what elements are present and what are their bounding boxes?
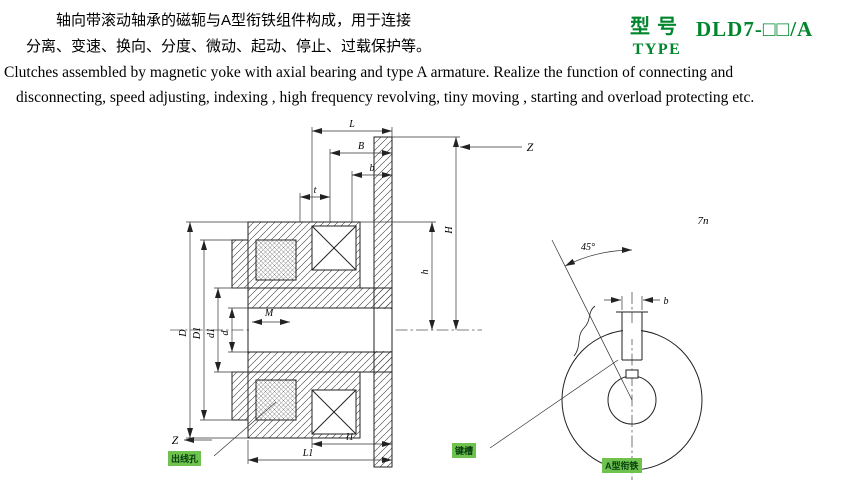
intro-chinese-line2: 分离、变速、换向、分度、微动、起动、停止、过载保护等。 (26, 38, 432, 55)
dim-label-B: B (358, 141, 364, 152)
section-view (170, 136, 482, 468)
angle-label: 45° (581, 242, 595, 253)
type-label-cn: 型号 (630, 16, 684, 38)
end-view (551, 239, 703, 480)
dimension-labels: L B b t D D1 d1 d h H M l1 L1 Z Z 45° b … (172, 119, 709, 459)
dimension-lines (184, 127, 619, 464)
dim-label-L1: L1 (302, 448, 314, 459)
hub-upper (247, 287, 393, 309)
dim-label-h: h (420, 270, 431, 275)
bore (249, 309, 392, 351)
dim-label-H: H (444, 226, 455, 235)
break-line (573, 305, 596, 357)
view-label-z-bottom: Z (172, 433, 179, 447)
dim-label-d1: d1 (206, 328, 217, 338)
dim-label-D: D (178, 329, 189, 338)
annotation-armature-caption: A型衔铁 (602, 458, 642, 473)
intro-english-line1: Clutches assembled by magnetic yoke with… (4, 64, 734, 81)
dim-label-l1: l1 (346, 432, 354, 443)
type-label-en: TYPE (632, 41, 682, 58)
dim-label-M: M (264, 308, 274, 319)
dim-label-b: b (370, 163, 375, 174)
intro-english-line2: disconnecting, speed adjusting, indexing… (16, 89, 755, 106)
slot-width-label: b (664, 296, 669, 307)
view-label-z-top: Z (527, 140, 534, 154)
type-block: 型号 TYPE (630, 10, 684, 59)
coil-lower (255, 379, 297, 421)
dim-label-L: L (348, 119, 355, 130)
flange-upper (231, 239, 249, 289)
annotation-outlet-hole: 出线孔 (168, 451, 202, 466)
dim-label-D1: D1 (192, 327, 203, 340)
intro-english: Clutches assembled by magnetic yoke with… (4, 60, 856, 110)
flange-lower (231, 371, 249, 421)
intro-chinese-line1: 轴向带滚动轴承的磁轭与A型衔铁组件构成，用于连接 (56, 12, 412, 29)
intro-chinese: 轴向带滚动轴承的磁轭与A型衔铁组件构成，用于连接 分离、变速、换向、分度、微动、… (26, 8, 616, 60)
leader-outlet (213, 401, 277, 457)
hub-lower (247, 351, 393, 373)
leader-keyway (489, 359, 619, 449)
bore-keyway (625, 369, 639, 379)
note-label: 7n (698, 215, 710, 227)
model-number: DLD7-□□/A (696, 17, 814, 41)
dim-label-d: d (220, 330, 231, 336)
dim-label-t: t (314, 185, 317, 196)
coil-upper (255, 239, 297, 281)
annotation-keyway: 键槽 (452, 443, 477, 458)
